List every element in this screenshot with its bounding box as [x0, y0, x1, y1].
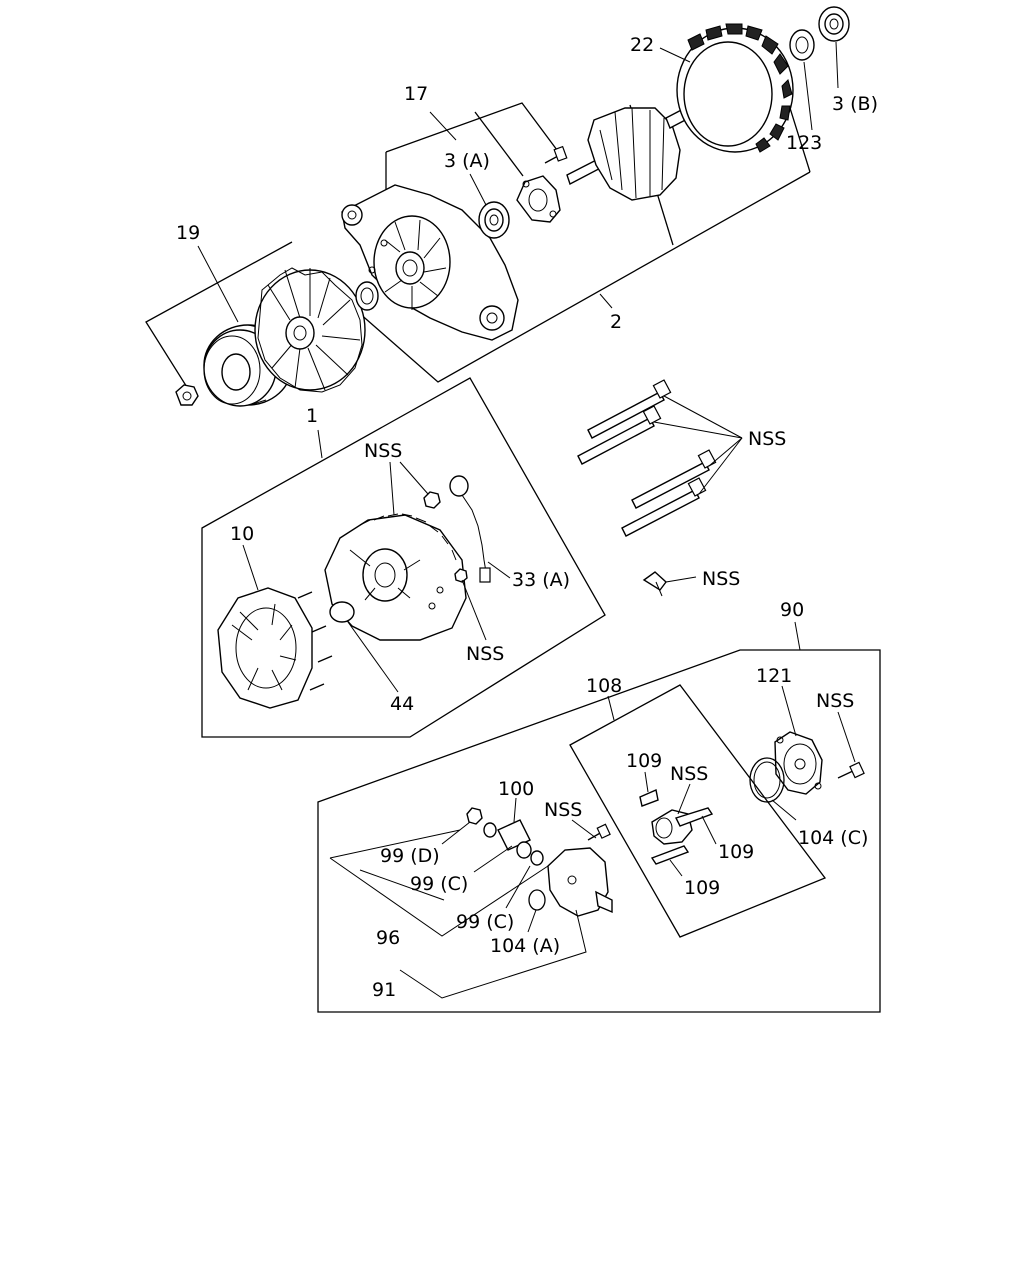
spacer-ring — [355, 281, 379, 311]
nut-nss-small — [454, 568, 468, 583]
label-100: 100 — [498, 778, 534, 800]
label-1: 1 — [306, 405, 318, 427]
label-109-bottom: 109 — [684, 877, 720, 899]
label-10: 10 — [230, 523, 254, 545]
label-nss-nut: NSS — [466, 643, 504, 665]
label-nss-100: NSS — [544, 799, 582, 821]
label-nss-top: NSS — [364, 440, 402, 462]
label-3a: 3 (A) — [444, 150, 490, 172]
screw-17 — [544, 145, 568, 164]
through-bolts — [577, 379, 717, 537]
spacer-123 — [789, 29, 815, 61]
label-nss-108: NSS — [670, 763, 708, 785]
washer-99c-2 — [516, 841, 544, 866]
label-3b: 3 (B) — [832, 93, 878, 115]
label-99c-2: 99 (C) — [456, 911, 514, 933]
label-99d: 99 (D) — [380, 845, 440, 867]
o-ring-104c — [749, 757, 785, 803]
bearing-3b — [818, 6, 850, 42]
cover-121 — [774, 731, 823, 795]
group-brackets — [145, 102, 881, 1013]
block-109 — [639, 789, 659, 807]
label-123: 123 — [786, 132, 822, 154]
label-96: 96 — [376, 927, 400, 949]
nut-nss-top — [423, 491, 441, 509]
nut-19 — [175, 384, 199, 406]
cam-108 — [651, 807, 714, 845]
label-44: 44 — [390, 693, 414, 715]
washer-99c-1 — [483, 822, 497, 838]
part-labels: 1 2 10 17 19 22 3 (A) 3 (B) 123 44 33 (A… — [176, 34, 878, 1001]
label-33a: 33 (A) — [512, 569, 570, 591]
stator-22 — [676, 23, 794, 153]
vane-109 — [650, 845, 690, 865]
brush-lead-33a — [449, 475, 491, 583]
label-nss-clip: NSS — [702, 568, 740, 590]
drive-end-frame — [341, 184, 519, 341]
o-ring-104a — [528, 889, 546, 911]
label-109-right: 109 — [718, 841, 754, 863]
label-17: 17 — [404, 83, 428, 105]
leader-lines — [197, 41, 856, 999]
retainer-plate — [516, 175, 561, 223]
bearing-3a — [478, 201, 510, 239]
rear-frame-44 — [324, 513, 467, 641]
label-109-top: 109 — [626, 750, 662, 772]
label-nss-121: NSS — [816, 690, 854, 712]
label-91: 91 — [372, 979, 396, 1001]
label-121: 121 — [756, 665, 792, 687]
pump-housing-96 — [547, 847, 613, 917]
clip-nss — [642, 571, 667, 597]
label-108: 108 — [586, 675, 622, 697]
label-104c: 104 (C) — [798, 827, 868, 849]
screw-121 — [837, 761, 865, 779]
screw-nss-91 — [587, 823, 611, 841]
label-2: 2 — [610, 311, 622, 333]
label-99c-1: 99 (C) — [410, 873, 468, 895]
label-90: 90 — [780, 599, 804, 621]
label-19: 19 — [176, 222, 200, 244]
rectifier-10 — [217, 587, 333, 709]
label-104a: 104 (A) — [490, 935, 560, 957]
nut-99d — [466, 807, 483, 825]
label-nss-bolts: NSS — [748, 428, 786, 450]
cooling-fan — [254, 267, 366, 393]
label-22: 22 — [630, 34, 654, 56]
